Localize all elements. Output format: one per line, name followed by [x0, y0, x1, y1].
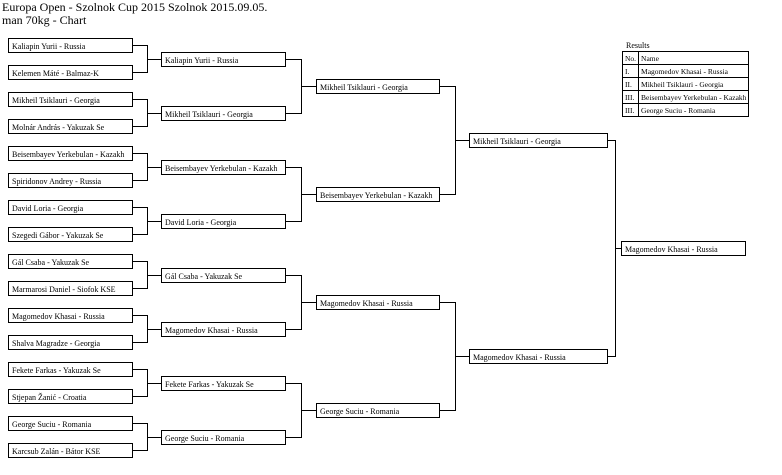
bracket-connector: [133, 342, 147, 343]
bracket-connector: [133, 423, 147, 424]
results-table: No. Name I. Magomedov Khasai - Russia II…: [621, 51, 750, 117]
competitor-box: Gál Csaba - Yakuzak Se: [8, 254, 133, 269]
results-name: George Suciu - Romania: [638, 103, 750, 117]
bracket-connector: [286, 383, 301, 384]
bracket-connector: [133, 72, 147, 73]
competitor-box: Mikheil Tsiklauri - Georgia: [316, 79, 440, 94]
competitor-box: Spiridonov Andrey - Russia: [8, 173, 133, 188]
competitor-box: George Suciu - Romania: [8, 416, 133, 431]
bracket-connector: [301, 86, 316, 87]
bracket-connector: [147, 113, 161, 114]
bracket-connector: [147, 167, 161, 168]
weight-class-title: man 70kg - Chart: [2, 13, 87, 27]
competitor-box: Fekete Farkas - Yakuzak Se: [8, 362, 133, 377]
competitor-box: Shalva Magradze - Georgia: [8, 335, 133, 350]
competitor-box: Szegedi Gábor - Yakuzak Se: [8, 227, 133, 242]
bracket-connector: [286, 437, 301, 438]
results-place: II.: [621, 77, 640, 91]
bracket-connector: [147, 221, 161, 222]
bracket-connector: [455, 356, 469, 357]
bracket-connector: [147, 437, 161, 438]
competitor-box: Mikheil Tsiklauri - Georgia: [161, 106, 286, 121]
results-name: Mikheil Tsiklauri - Georgia: [638, 77, 750, 91]
bracket-connector: [133, 45, 147, 46]
competitor-box: George Suciu - Romania: [316, 403, 440, 418]
bracket-connector: [147, 329, 161, 330]
bracket-connector: [440, 194, 455, 195]
bracket-connector: [608, 140, 615, 141]
results-name: Magomedov Khasai - Russia: [638, 64, 750, 78]
competitor-box: Fekete Farkas - Yakuzak Se: [161, 376, 286, 391]
bracket-connector: [133, 153, 147, 154]
competitor-box: Kaliapin Yurii - Russia: [8, 38, 133, 53]
results-row: III. George Suciu - Romania: [621, 103, 750, 117]
results-header-name: Name: [638, 51, 750, 65]
competitor-box: Molnár András - Yakuzak Se: [8, 119, 133, 134]
bracket-connector: [133, 396, 147, 397]
bracket-connector: [147, 59, 161, 60]
results-place: III.: [621, 103, 640, 117]
bracket-connector: [286, 59, 301, 60]
competitor-box: Beisembayev Yerkebulan - Kazakh: [161, 160, 286, 175]
bracket-connector: [301, 194, 316, 195]
bracket-connector: [286, 329, 301, 330]
bracket-connector: [440, 410, 455, 411]
competitor-box: Beisembayev Yerkebulan - Kazakh: [316, 187, 440, 202]
bracket-connector: [440, 86, 455, 87]
competitor-box: David Loria - Georgia: [8, 200, 133, 215]
competitor-box: George Suciu - Romania: [161, 430, 286, 445]
bracket-connector: [133, 315, 147, 316]
results-place: III.: [621, 90, 640, 104]
bracket-connector: [455, 140, 469, 141]
bracket-connector: [301, 410, 316, 411]
results-name: Beisembayev Yerkebulan - Kazakh: [638, 90, 750, 104]
event-title: Europa Open - Szolnok Cup 2015 Szolnok 2…: [2, 0, 268, 14]
bracket-connector: [301, 302, 316, 303]
competitor-box: Magomedov Khasai - Russia: [8, 308, 133, 323]
bracket-connector: [133, 99, 147, 100]
competitor-box: David Loria - Georgia: [161, 214, 286, 229]
bracket-connector: [440, 302, 455, 303]
competitor-box: Marmarosi Daniel - Siofok KSE: [8, 281, 133, 296]
results-row: II. Mikheil Tsiklauri - Georgia: [621, 77, 750, 91]
competitor-box: Magomedov Khasai - Russia: [621, 241, 746, 256]
bracket-connector: [133, 180, 147, 181]
competitor-box: Beisembayev Yerkebulan - Kazakh: [8, 146, 133, 161]
bracket-connector: [286, 221, 301, 222]
bracket-connector: [133, 288, 147, 289]
competitor-box: Mikheil Tsiklauri - Georgia: [469, 133, 608, 148]
bracket-connector: [133, 234, 147, 235]
results-row: I. Magomedov Khasai - Russia: [621, 64, 750, 78]
competitor-box: Karcsub Zalán - Bátor KSE: [8, 443, 133, 458]
bracket-connector: [608, 356, 615, 357]
bracket-connector: [286, 113, 301, 114]
bracket-connector: [133, 261, 147, 262]
bracket-connector: [133, 207, 147, 208]
results-header-row: No. Name: [621, 51, 750, 65]
results-header-place: No.: [621, 51, 640, 65]
results-place: I.: [621, 64, 640, 78]
competitor-box: Magomedov Khasai - Russia: [316, 295, 440, 310]
results-row: III. Beisembayev Yerkebulan - Kazakh: [621, 90, 750, 104]
bracket-connector: [147, 275, 161, 276]
competitor-box: Magomedov Khasai - Russia: [161, 322, 286, 337]
bracket-connector: [147, 383, 161, 384]
bracket-connector: [133, 126, 147, 127]
bracket-connector: [133, 450, 147, 451]
competitor-box: Stjepan Žanić - Croatia: [8, 389, 133, 404]
competitor-box: Mikheil Tsiklauri - Georgia: [8, 92, 133, 107]
competitor-box: Kelemen Máté - Balmaz-K: [8, 65, 133, 80]
competitor-box: Magomedov Khasai - Russia: [469, 349, 608, 364]
bracket-connector: [133, 369, 147, 370]
bracket-connector: [615, 248, 621, 249]
bracket-connector: [286, 275, 301, 276]
competitor-box: Kaliapin Yurii - Russia: [161, 52, 286, 67]
bracket-connector: [286, 167, 301, 168]
results-caption: Results: [626, 41, 650, 50]
competitor-box: Gál Csaba - Yakuzak Se: [161, 268, 286, 283]
